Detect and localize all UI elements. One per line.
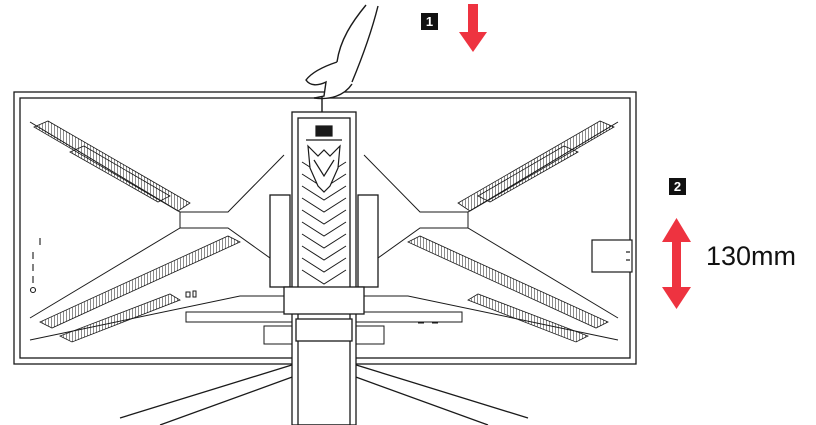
vent-strips [33,120,615,343]
height-adjustment-label: 130mm [706,241,797,271]
vertical-double-arrow-icon [662,218,691,309]
lock-slot-icon [185,290,197,298]
stand-base [119,363,529,425]
left-control-buttons [29,238,41,294]
step-2-badge: 2 [669,178,686,195]
predator-logo-icon [306,125,342,193]
step-1-badge: 1 [421,13,438,30]
hand-pressing-icon [305,4,379,112]
down-arrow-icon [459,4,487,52]
stand-column [269,111,379,425]
side-bracket [591,239,633,273]
